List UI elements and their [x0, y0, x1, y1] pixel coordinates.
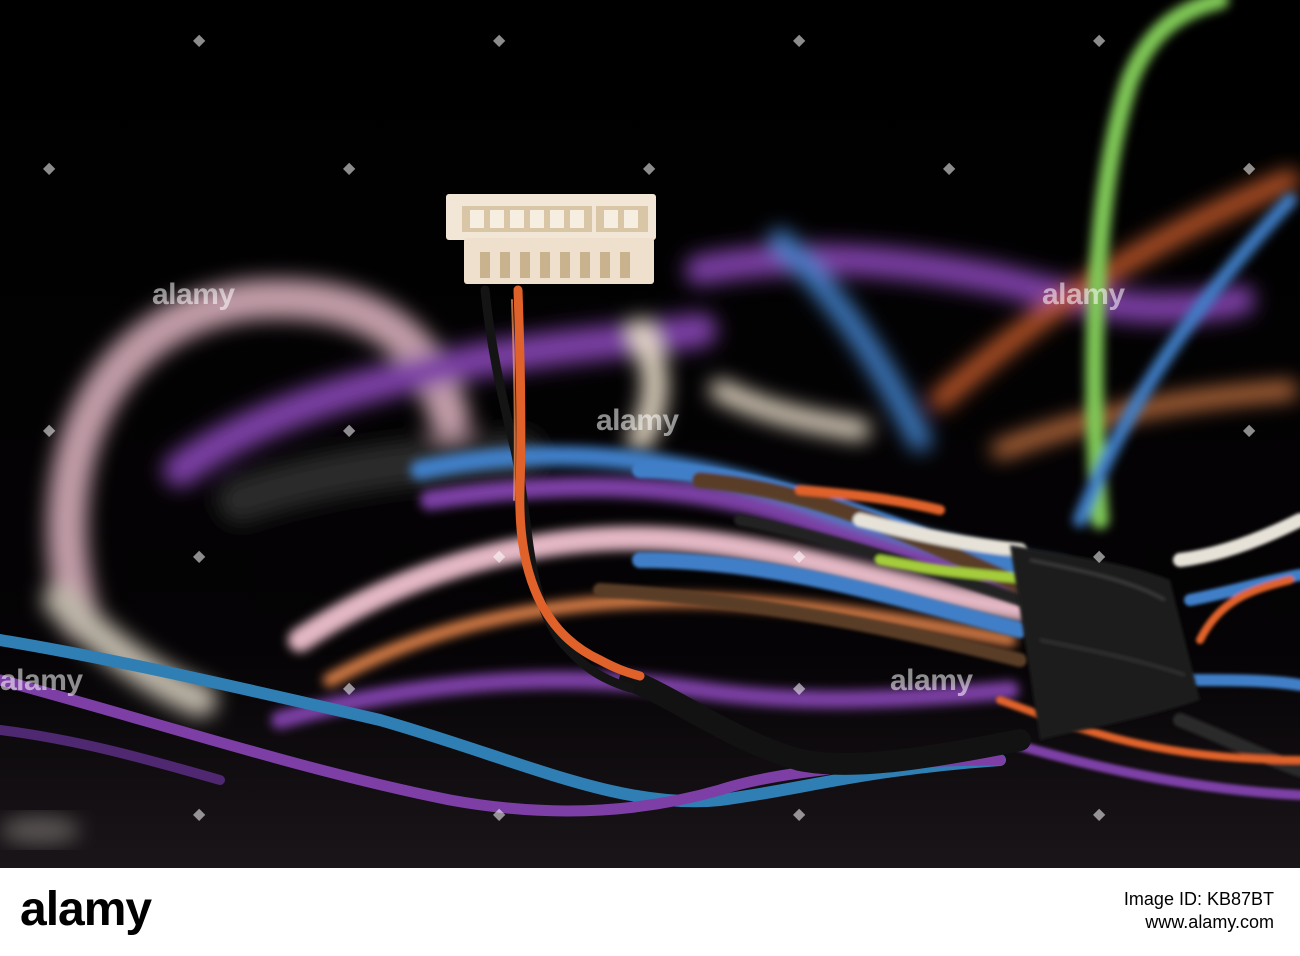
watermark-diamond-icon: ◆: [493, 804, 506, 823]
watermark-diamond-icon: ◆: [43, 158, 56, 177]
watermark-diamond-icon: ◆: [193, 546, 206, 565]
black-wire: [480, 285, 635, 693]
watermark-diamond-icon: ◆: [343, 678, 356, 697]
electrical-tape: [1010, 545, 1200, 740]
watermark-diamond-icon: ◆: [943, 158, 956, 177]
watermark-text: alamy: [152, 278, 235, 311]
watermark-diamond-icon: ◆: [1093, 546, 1106, 565]
watermark-diamond-icon: ◆: [493, 546, 506, 565]
image-id-text: Image ID: KB87BT: [1123, 889, 1274, 909]
watermark-diamond-icon: ◆: [1243, 420, 1256, 439]
cable-sleeve: [619, 669, 1031, 775]
alamy-logo[interactable]: alamy: [20, 883, 152, 936]
blue-wire-right: [1073, 193, 1297, 527]
photo-tangled-wires: [0, 0, 1300, 868]
watermark-diamond-icon: ◆: [793, 678, 806, 697]
watermark-text: alamy: [1042, 278, 1125, 311]
watermark-text: alamy: [0, 664, 83, 697]
watermark-diamond-icon: ◆: [193, 804, 206, 823]
watermark-diamond-icon: ◆: [793, 546, 806, 565]
watermark-diamond-icon: ◆: [1093, 804, 1106, 823]
watermark-diamond-icon: ◆: [343, 158, 356, 177]
site-url-text[interactable]: www.alamy.com: [1145, 911, 1274, 932]
connector-wires: [480, 285, 645, 693]
watermark-diamond-icon: ◆: [343, 420, 356, 439]
green-wire: [1085, 0, 1229, 529]
watermark-text: alamy: [596, 404, 679, 437]
watermark-diamond-icon: ◆: [1093, 30, 1106, 49]
orange-wire: [513, 285, 645, 681]
white-connector: [446, 194, 656, 284]
footer-bar: alamy Image ID: KB87BT www.alamy.com: [0, 868, 1300, 956]
watermark-diamond-icon: ◆: [643, 158, 656, 177]
foreground-wire-bundle: [593, 462, 1300, 800]
watermark-diamond-icon: ◆: [43, 420, 56, 439]
watermark-diamond-icon: ◆: [193, 30, 206, 49]
watermark-text: alamy: [890, 664, 973, 697]
background-wires: [43, 170, 1300, 717]
image-id-block: Image ID: KB87BT www.alamy.com: [1124, 888, 1274, 933]
watermark-diamond-icon: ◆: [1243, 158, 1256, 177]
watermark-diamond-icon: ◆: [793, 804, 806, 823]
watermark-diamond-icon: ◆: [793, 30, 806, 49]
watermark-diamond-icon: ◆: [493, 30, 506, 49]
